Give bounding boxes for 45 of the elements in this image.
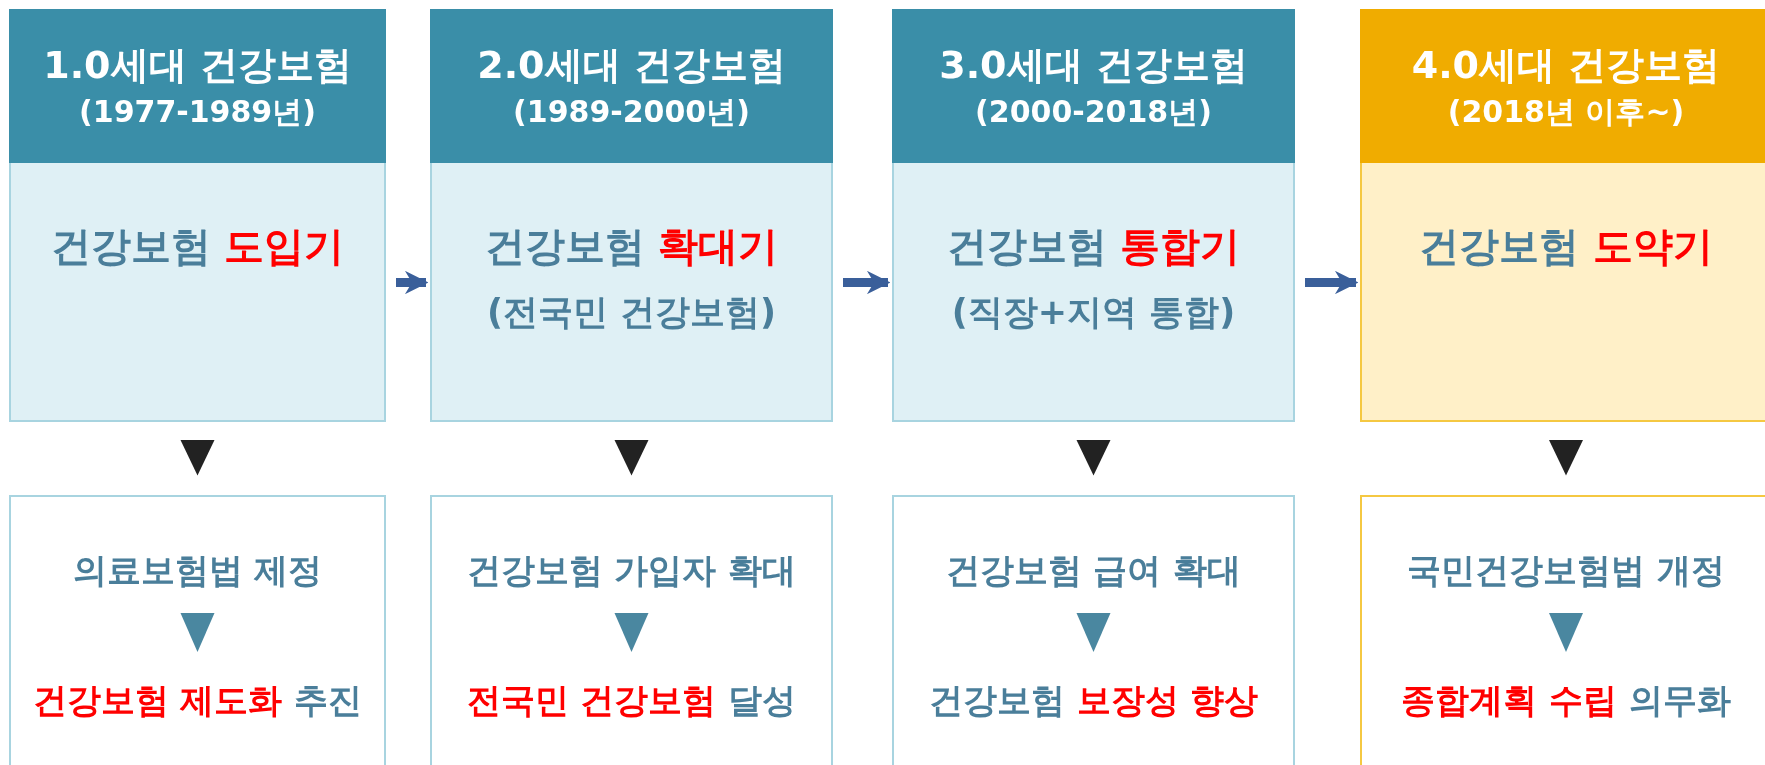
stage-box xyxy=(9,163,386,422)
result-box xyxy=(892,495,1295,765)
stage-name: 건강보험 도입기 xyxy=(50,222,345,271)
arrow xyxy=(1549,613,1583,652)
generation-title: 2.0세대 건강보험 xyxy=(477,41,786,89)
period-text: (1989-2000년) xyxy=(513,93,750,131)
header-band xyxy=(1360,9,1765,163)
arrow xyxy=(1549,440,1583,476)
arrow xyxy=(396,270,429,295)
result-text: 건강보험 급여 확대 xyxy=(894,545,1293,595)
generation-title: 4.0세대 건강보험 xyxy=(1411,41,1721,89)
arrow xyxy=(1305,270,1359,295)
result-text: 건강보험 가입자 확대 xyxy=(432,545,831,595)
period-text: (2018년 이후~) xyxy=(1447,93,1685,131)
result-box xyxy=(9,495,386,765)
arrow xyxy=(614,440,649,476)
arrow xyxy=(614,613,649,652)
stage-box xyxy=(430,163,833,422)
result-box xyxy=(1360,495,1765,765)
generation-title: 3.0세대 건강보험 xyxy=(939,41,1248,89)
stage-note: (전국민 건강보험) xyxy=(486,291,777,334)
arrow xyxy=(843,270,891,295)
arrow xyxy=(1076,613,1111,652)
stage-name: 건강보험 통합기 xyxy=(946,222,1241,271)
stage-name: 건강보험 확대기 xyxy=(484,222,779,271)
arrow xyxy=(180,613,215,652)
arrow xyxy=(1076,440,1111,476)
stage-box xyxy=(1360,163,1765,422)
stage-box xyxy=(892,163,1295,422)
header-band xyxy=(892,9,1295,163)
result-text: 건강보험 제도화 추진 xyxy=(11,675,384,725)
result-text: 국민건강보험법 개정 xyxy=(1362,545,1765,595)
result-text: 종합계획 수립 의무화 xyxy=(1362,675,1765,725)
period-text: (2000-2018년) xyxy=(975,93,1212,131)
stage-note: (직장+지역 통합) xyxy=(951,291,1236,334)
result-text: 건강보험 보장성 향상 xyxy=(894,675,1293,725)
result-text: 의료보험법 제정 xyxy=(11,545,384,595)
header-band xyxy=(430,9,833,163)
period-text: (1977-1989년) xyxy=(79,93,316,131)
result-box xyxy=(430,495,833,765)
result-text: 전국민 건강보험 달성 xyxy=(432,675,831,725)
arrow xyxy=(180,440,215,476)
stage-name: 건강보험 도약기 xyxy=(1419,222,1713,271)
generation-title: 1.0세대 건강보험 xyxy=(43,41,352,89)
header-band xyxy=(9,9,386,163)
